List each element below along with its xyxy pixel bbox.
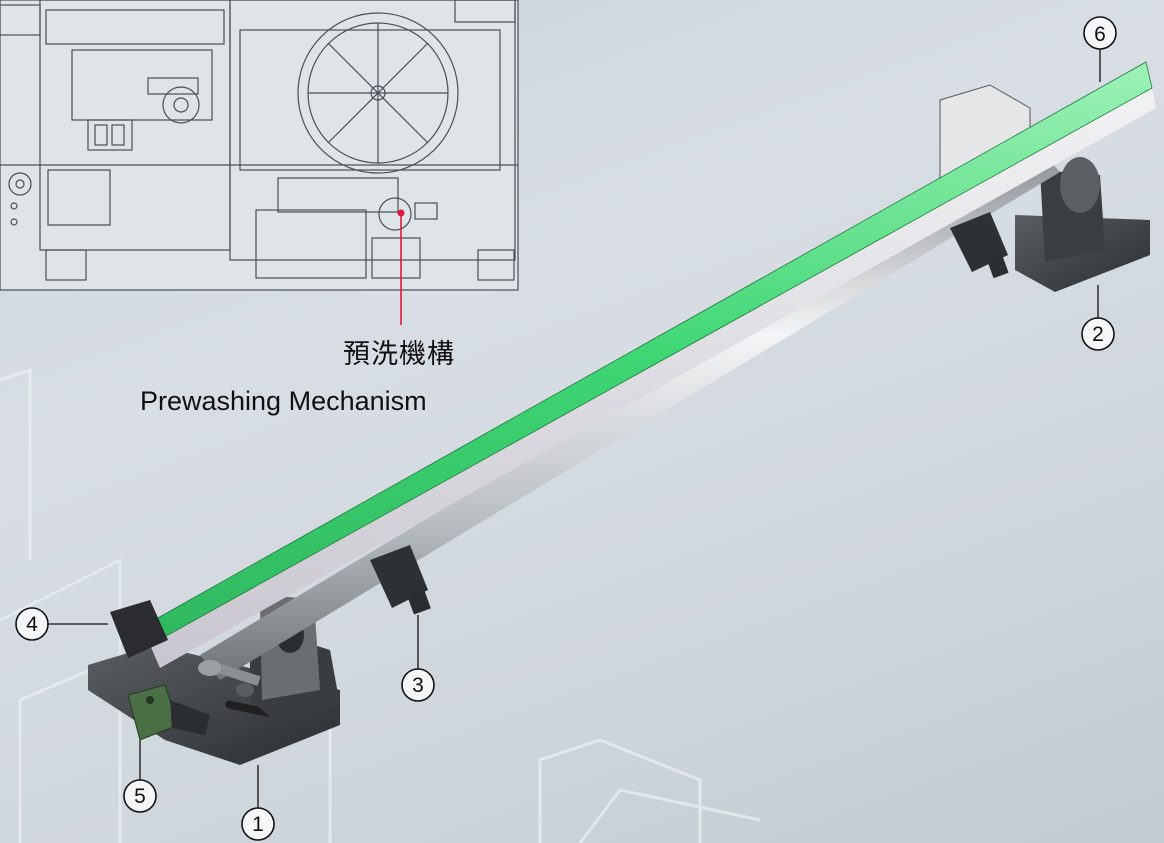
mechanism-label-en: Prewashing Mechanism [140,386,427,416]
callout-1: 1 [241,765,275,841]
callout-6: 6 [1083,16,1117,82]
callout-5: 5 [123,740,157,813]
mechanism-label-zh: 預洗機構 [343,339,455,370]
svg-text:6: 6 [1094,23,1106,46]
svg-text:1: 1 [252,813,264,836]
right-clamp [950,212,1009,279]
left-end-bracket [110,600,168,658]
mid-clamp [370,545,431,615]
callout-4: 4 [15,607,108,641]
inset-machine-drawing [0,0,519,325]
sensor-block [127,684,210,741]
svg-text:2: 2 [1092,323,1104,346]
left-base-plate [88,597,340,765]
svg-text:3: 3 [412,674,424,697]
callout-2: 2 [1081,285,1115,351]
background-machine-outline [0,367,761,843]
svg-text:5: 5 [134,785,146,808]
shaft-coupling [198,660,261,697]
callout-3: 3 [401,615,435,702]
svg-text:4: 4 [26,613,38,636]
